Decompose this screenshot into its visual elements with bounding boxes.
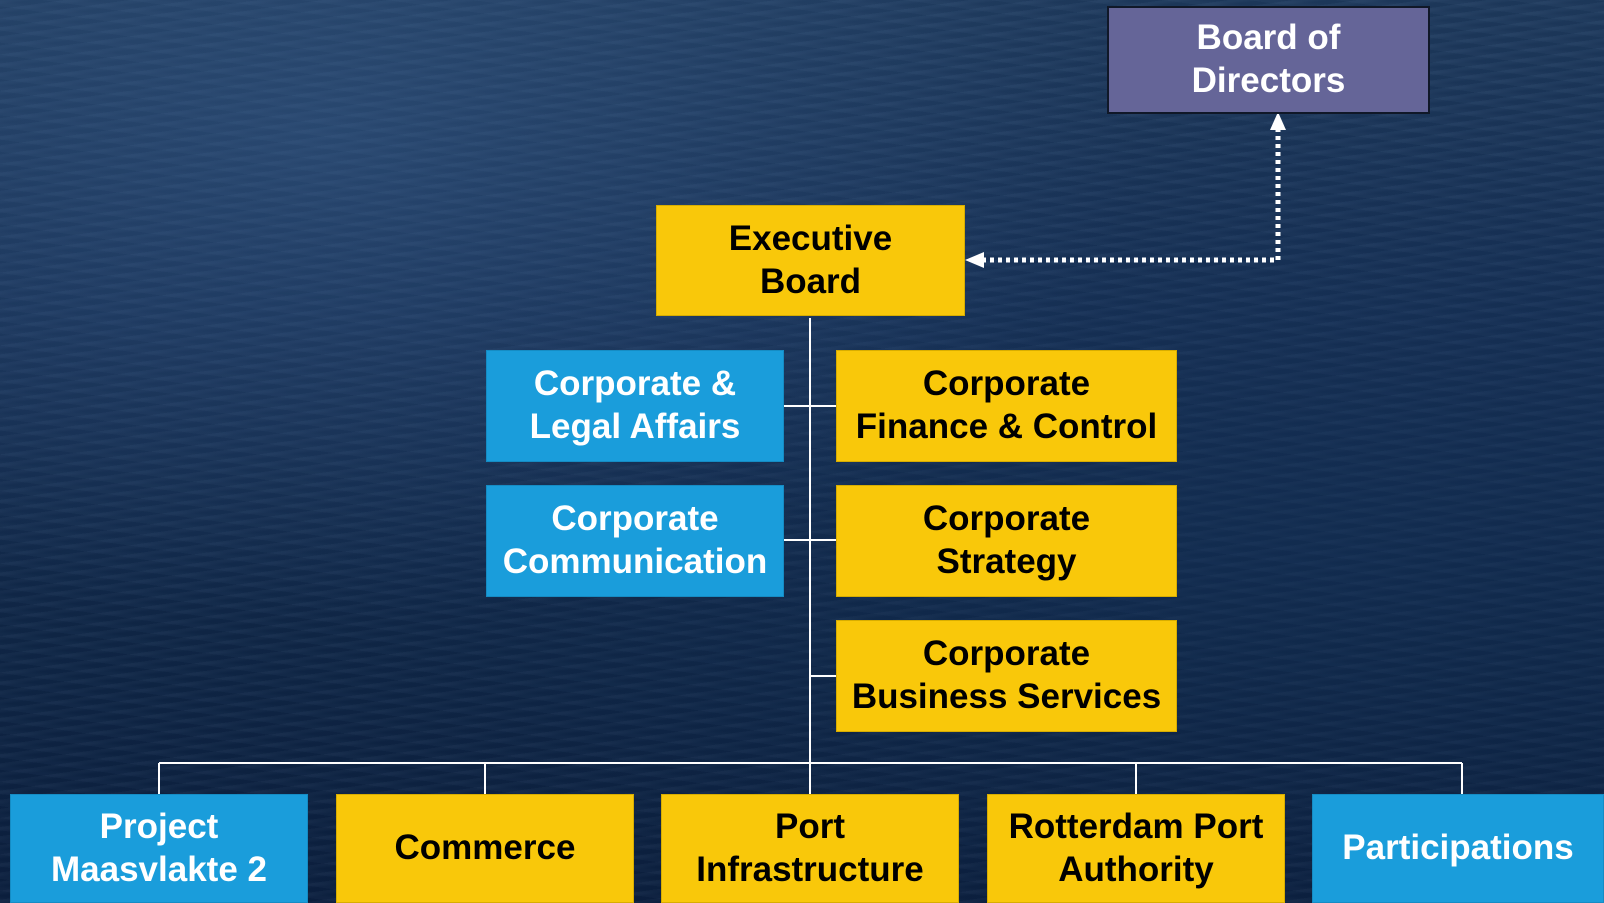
board-of-directors-box: Board of Directors bbox=[1107, 6, 1430, 114]
executive-board-box: Executive Board bbox=[656, 205, 965, 316]
corporate-finance-control-box: Corporate Finance & Control bbox=[836, 350, 1177, 462]
corporate-communication-box: Corporate Communication bbox=[486, 485, 784, 597]
corporate-strategy-box: Corporate Strategy bbox=[836, 485, 1177, 597]
arrowhead-up-icon bbox=[1270, 112, 1286, 130]
participations-box: Participations bbox=[1312, 794, 1604, 903]
corporate-legal-affairs-box: Corporate & Legal Affairs bbox=[486, 350, 784, 462]
rotterdam-port-authority-box: Rotterdam Port Authority bbox=[987, 794, 1285, 903]
dotted-supervision-line bbox=[980, 128, 1281, 263]
port-infrastructure-box: Port Infrastructure bbox=[661, 794, 959, 903]
project-maasvlakte-2-box: Project Maasvlakte 2 bbox=[10, 794, 308, 903]
arrowhead-left-icon bbox=[965, 252, 984, 268]
corporate-business-services-box: Corporate Business Services bbox=[836, 620, 1177, 732]
commerce-box: Commerce bbox=[336, 794, 634, 903]
